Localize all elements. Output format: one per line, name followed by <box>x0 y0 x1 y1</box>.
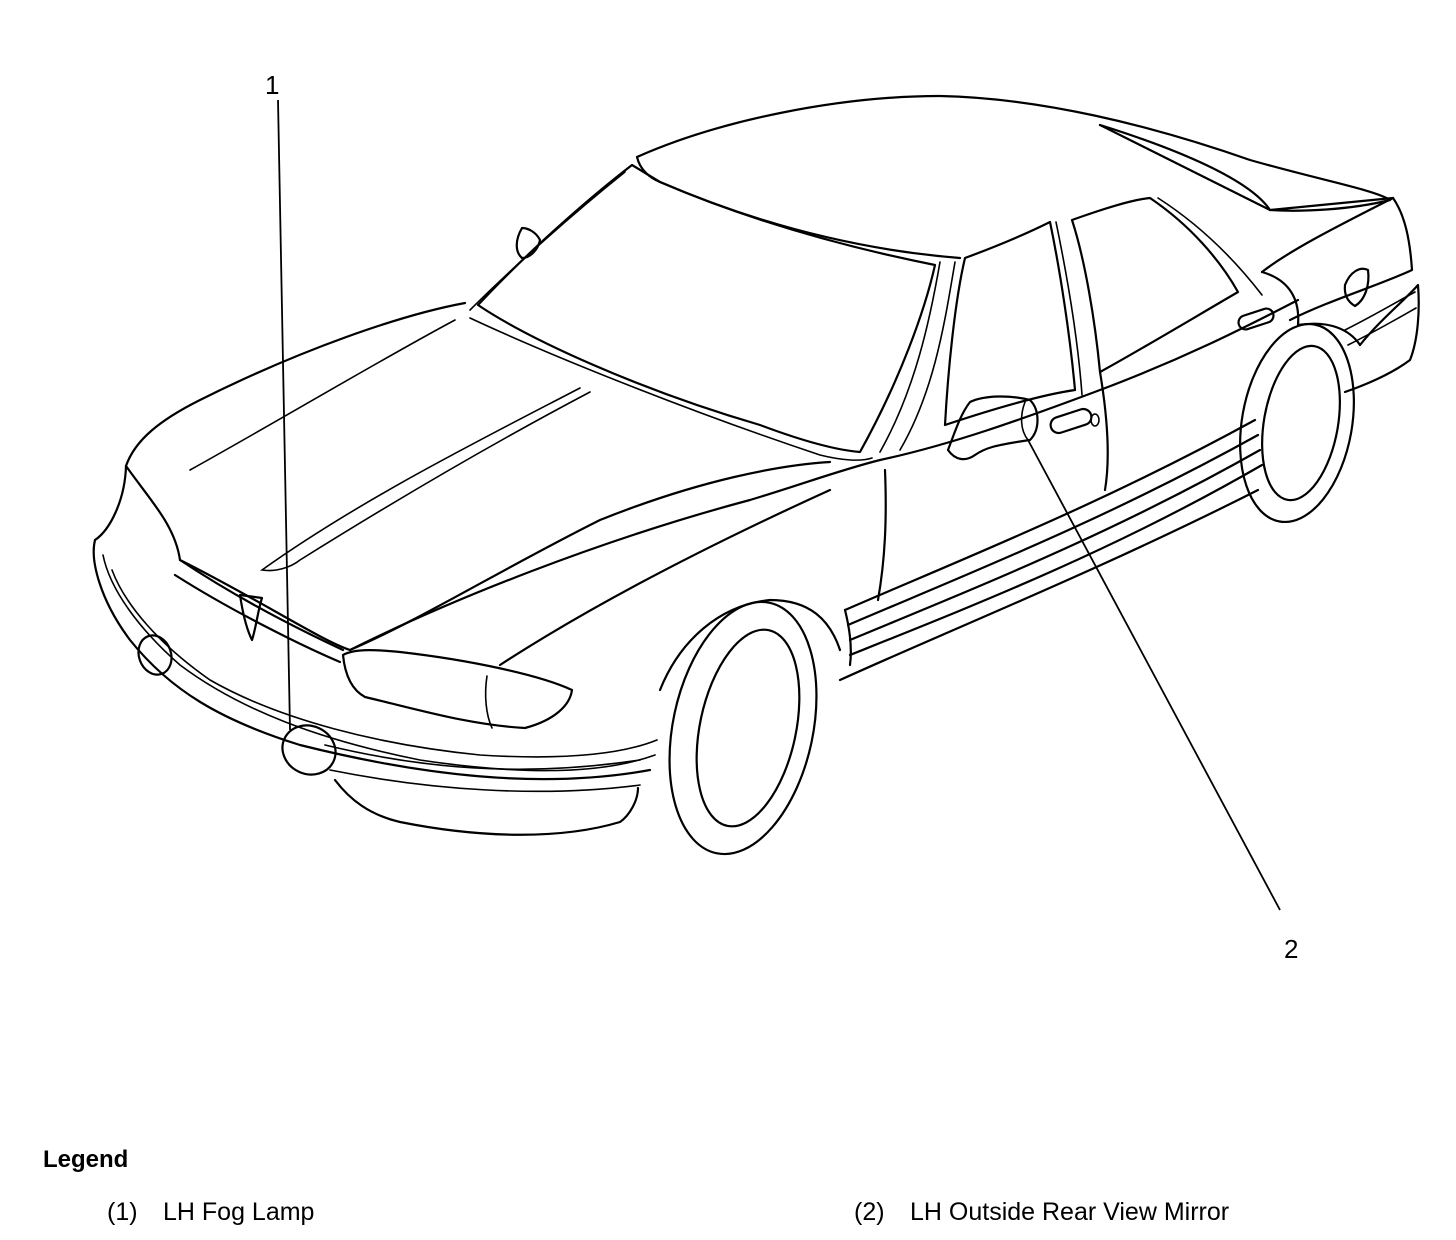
front-side-window <box>943 220 1077 427</box>
callout-2-number: 2 <box>1284 934 1298 964</box>
rear-door-handle <box>1237 307 1275 331</box>
legend-item-number: (2) <box>854 1198 885 1226</box>
legend-item-2: (2) LH Outside Rear View Mirror <box>854 1198 1229 1227</box>
front-bumper <box>92 538 652 781</box>
fuel-door <box>1343 267 1370 308</box>
windshield <box>476 163 937 454</box>
legend-item-number: (1) <box>107 1198 138 1226</box>
hood <box>124 301 832 652</box>
rear-deck <box>1268 196 1414 322</box>
rocker-panel <box>843 418 1264 657</box>
legend-item-1: (1) LH Fog Lamp <box>107 1198 314 1227</box>
body-side <box>876 298 1300 602</box>
callout-1-number: 1 <box>265 70 279 100</box>
front-grille <box>173 558 345 664</box>
rh-outside-mirror <box>515 226 542 260</box>
front-wheel-tire <box>668 600 818 856</box>
rear-side-window <box>1070 196 1240 374</box>
callout-1-leader <box>277 99 291 731</box>
legend-item-label: LH Fog Lamp <box>163 1198 315 1226</box>
legend-title: Legend <box>43 1146 129 1173</box>
legend-item-label: LH Outside Rear View Mirror <box>910 1198 1230 1226</box>
rear-wheel-rim <box>1261 344 1341 502</box>
roof <box>635 94 1392 260</box>
front-wheel-rim <box>695 628 801 828</box>
lh-fog-lamp <box>281 724 337 776</box>
callout-2-leader <box>1027 439 1281 911</box>
vehicle-diagram: 1 2 <box>92 70 1420 964</box>
car-illustration <box>92 94 1420 856</box>
headlamp <box>341 649 574 730</box>
lh-outside-rear-view-mirror <box>946 395 1039 461</box>
rh-fog-lamp <box>137 634 173 676</box>
front-door-handle <box>1049 407 1093 435</box>
